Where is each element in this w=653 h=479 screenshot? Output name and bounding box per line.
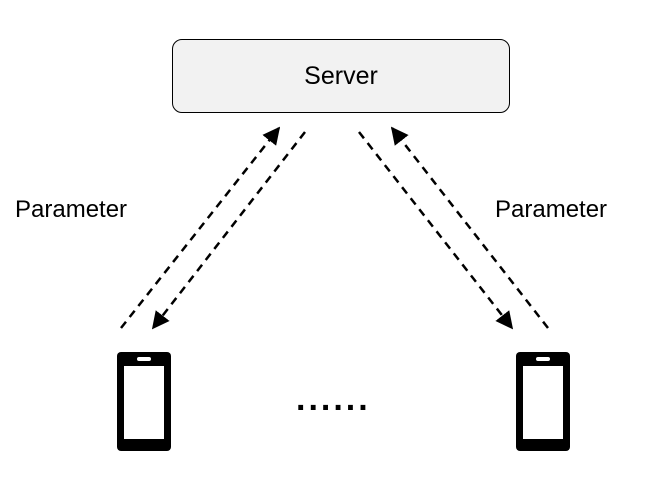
smartphone-icon [117, 352, 171, 451]
server-label: Server [304, 61, 378, 90]
smartphone-icon [516, 352, 570, 451]
arrow-client-left-to-server [120, 126, 281, 329]
server-node: Server [172, 39, 510, 113]
parameter-label-right: Parameter [495, 196, 608, 223]
more-clients-ellipsis: ...... [296, 380, 371, 418]
arrow-server-to-client-left [151, 131, 306, 330]
arrow-client-right-to-server [390, 126, 549, 329]
arrow-server-to-client-right [358, 131, 514, 330]
parameter-label-left: Parameter [15, 196, 128, 223]
